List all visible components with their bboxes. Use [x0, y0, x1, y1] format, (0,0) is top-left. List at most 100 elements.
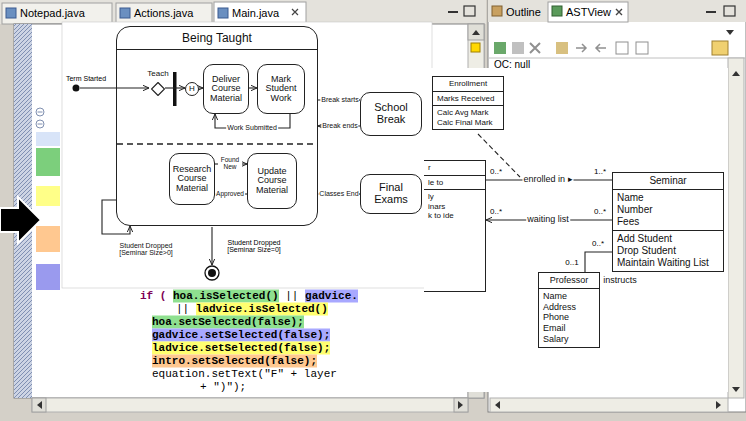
transition-label: Break ends: [321, 122, 358, 129]
scroll-arrow: [37, 401, 42, 409]
node-text: ly: [428, 192, 481, 202]
transition-label: enrolled in ▸: [522, 175, 573, 184]
class-box: ProfessorNameAddressPhoneEmailSalary: [538, 272, 600, 348]
scroll-arrow: [732, 387, 740, 392]
fold-icon: [36, 108, 44, 116]
node-text: inars: [428, 202, 481, 212]
maximize-icon: [724, 6, 735, 16]
choice-diamond: Teach: [151, 82, 165, 96]
marker-bar: [36, 226, 60, 252]
code-token: ||: [285, 290, 298, 303]
final-state: [205, 266, 219, 280]
class-compartment: Add StudentDrop StudentMaintain Waiting …: [613, 230, 723, 271]
code-token: hoa.setSelected(false);: [152, 316, 304, 329]
fold-icon: [38, 112, 43, 113]
node-heading: Deliver Course Material: [206, 75, 246, 103]
close-icon: [292, 9, 298, 15]
node-text: Name: [617, 192, 719, 204]
transition-label: Classes End: [318, 190, 359, 197]
state-box: Deliver Course Material: [203, 64, 249, 114]
class-compartment: Enrollment: [433, 77, 503, 91]
editor-tab-active: [214, 2, 306, 24]
tool-icon: [494, 42, 506, 54]
multiplicity: 0..*: [594, 207, 606, 216]
code-token: equation.setText("F" + layer: [152, 368, 337, 381]
scrollbar: [728, 58, 744, 398]
initial-state: [73, 85, 80, 92]
file-icon: [120, 8, 130, 18]
scroll-button: [454, 398, 468, 412]
close-icon: [616, 9, 622, 15]
multiplicity: 0..1: [565, 258, 578, 267]
node-text: Calc Avg Mark: [437, 108, 499, 118]
state-box: Final Exams: [360, 174, 422, 214]
panel-tab-label: Outline: [506, 6, 541, 18]
transition-label: Student Dropped [Seminar Size=0]: [223, 239, 285, 254]
tool-icon: [712, 41, 728, 55]
transition-label: Approved: [215, 191, 245, 198]
code-token: ladvice.setSelected(false);: [152, 342, 330, 355]
scroll-button: [468, 24, 484, 40]
view-icon: [552, 6, 562, 16]
separator: [488, 58, 746, 59]
connector: [585, 252, 612, 272]
diamond-outline: [151, 82, 165, 96]
node-heading: r: [428, 163, 481, 173]
class-box: rle tolyinarsk to ide: [424, 160, 486, 292]
initial-transition: [80, 87, 149, 88]
file-icon: [6, 8, 16, 18]
maximize-icon: [464, 6, 475, 16]
multiplicity: 0..*: [490, 207, 502, 216]
transition-label: Student Dropped [Seminar Size>0]: [114, 242, 178, 257]
final-transition: [211, 227, 212, 265]
class-compartment: r: [424, 161, 485, 175]
tab-bar: [0, 0, 486, 24]
node-text: Add Student: [617, 233, 719, 245]
tab-label: Notepad.java: [20, 7, 85, 19]
node-text: Number: [617, 204, 719, 216]
tree-item: OC: null: [494, 59, 530, 70]
region-divider: [117, 143, 317, 144]
class-compartment: Professor: [539, 273, 599, 288]
node-text: Maintain Waiting List: [617, 257, 719, 269]
class-compartment: Calc Avg MarkCalc Final Mark: [433, 105, 503, 129]
tool-icon: [512, 42, 524, 54]
node-text: le to: [428, 178, 481, 188]
node-heading: Professor: [543, 275, 595, 286]
node-text: Phone: [543, 312, 595, 323]
node-text: Address: [543, 302, 595, 313]
transition-label: Break starts: [320, 96, 359, 103]
code-token: gadvice.: [305, 290, 358, 303]
transition-label: Found New: [218, 157, 242, 171]
node-text: k to ide: [428, 211, 481, 221]
menu-arrow: [726, 30, 734, 35]
scroll-arrow: [495, 401, 500, 409]
scroll-arrow: [458, 401, 463, 409]
fork-bar: [173, 72, 177, 106]
transition-label: Term Started: [66, 75, 106, 82]
class-compartment: Marks Received: [433, 91, 503, 106]
node-heading: Update Course Material: [250, 167, 294, 195]
view-icon: [492, 6, 502, 16]
transition-label: instructs: [602, 276, 638, 285]
marker-bar: [36, 132, 60, 146]
scroll-arrow: [716, 401, 721, 409]
editor-tab: [2, 3, 112, 24]
class-compartment: lyinarsk to ide: [424, 189, 485, 291]
node-text: Calc Final Mark: [437, 118, 499, 128]
multiplicity: 0..*: [592, 239, 604, 248]
node-heading: Final Exams: [363, 182, 419, 205]
sketch-sheet: [62, 22, 432, 288]
fold-icon: [36, 120, 44, 128]
sketch-sheet: [424, 68, 728, 392]
code-token: if (: [140, 290, 166, 303]
tool-icon: [636, 42, 648, 54]
tool-icon: [616, 42, 628, 54]
tab-label: Main.java: [232, 7, 279, 19]
tab-label: Actions.java: [134, 7, 193, 19]
tool-icon: [596, 44, 606, 52]
transition-label: waiting list: [526, 215, 570, 224]
